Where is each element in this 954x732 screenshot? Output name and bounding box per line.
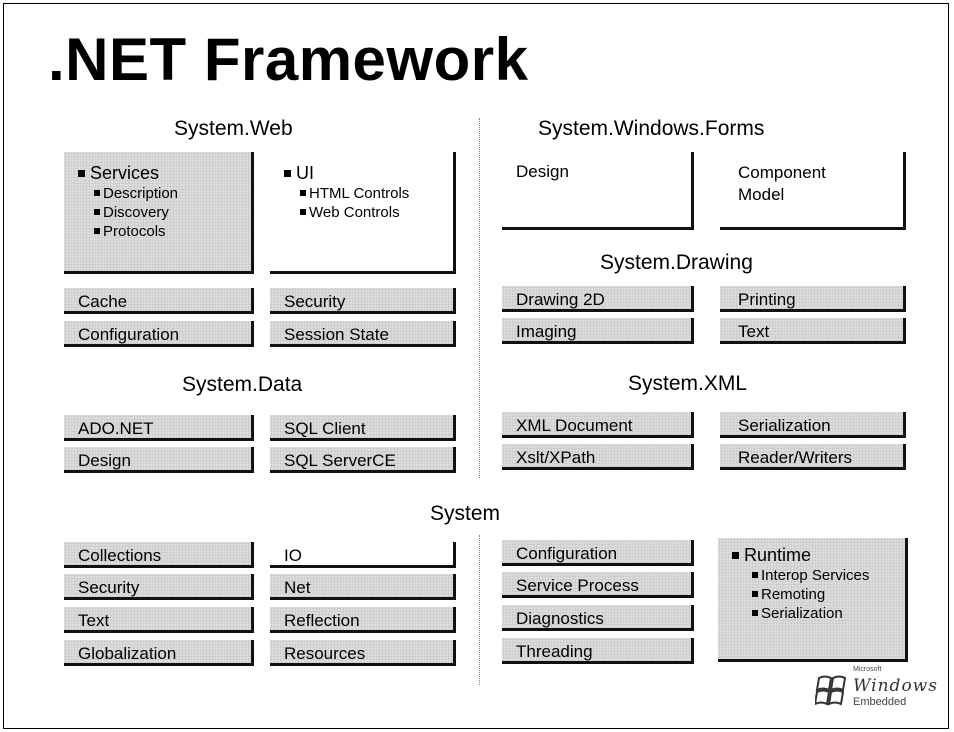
protocols-label: Protocols [103, 223, 166, 240]
microsoft-label: Microsoft [853, 666, 882, 673]
cache-box: Cache [64, 288, 254, 314]
diagnostics-box: Diagnostics [502, 605, 694, 631]
description-label: Description [103, 185, 179, 202]
net-box: Net [270, 574, 456, 600]
section-system-data: System.Data [182, 373, 303, 396]
collections-box: Collections [64, 542, 254, 568]
ui-box: UI HTML Controls Web Controls [270, 152, 456, 274]
runtime-label: Runtime [744, 545, 812, 565]
resources-box: Resources [270, 640, 456, 666]
web-security-box: Security [270, 288, 456, 314]
io-box: IO [270, 542, 456, 568]
section-system-web: System.Web [174, 117, 293, 140]
serialization-box: Serialization [720, 412, 906, 438]
runtime-serialization-label: Serialization [761, 605, 843, 622]
section-system-windows-forms: System.Windows.Forms [538, 117, 765, 140]
forms-design-box: Design [502, 152, 694, 230]
xslt-xpath-box: Xslt/XPath [502, 444, 694, 470]
section-system-drawing: System.Drawing [600, 251, 753, 274]
threading-box: Threading [502, 638, 694, 664]
runtime-box: Runtime Interop Services Remoting Serial… [718, 538, 908, 662]
printing-box: Printing [720, 286, 906, 312]
column-divider-top [479, 118, 480, 478]
section-system-xml: System.XML [628, 372, 748, 395]
reader-writers-box: Reader/Writers [720, 444, 906, 470]
discovery-label: Discovery [103, 204, 169, 221]
imaging-box: Imaging [502, 318, 694, 344]
interop-services-label: Interop Services [761, 567, 870, 584]
windows-embedded-logo: Microsoft Windows Embedded [815, 666, 945, 710]
services-box: Services Description Discovery Protocols [64, 152, 254, 274]
windows-flag-icon [815, 675, 847, 706]
drawing-2d-box: Drawing 2D [502, 286, 694, 312]
services-label: Services [90, 163, 160, 183]
session-state-box: Session State [270, 321, 456, 347]
component-model-box: Component Model [720, 152, 906, 230]
system-security-box: Security [64, 574, 254, 600]
web-configuration-box: Configuration [64, 321, 254, 347]
section-system: System [430, 502, 501, 525]
embedded-label: Embedded [853, 696, 907, 708]
system-configuration-box: Configuration [502, 540, 694, 566]
adonet-box: ADO.NET [64, 415, 254, 441]
remoting-label: Remoting [761, 586, 826, 603]
page-title: .NET Framework [48, 26, 529, 93]
sql-client-box: SQL Client [270, 415, 456, 441]
system-text-box: Text [64, 607, 254, 633]
reflection-box: Reflection [270, 607, 456, 633]
sql-servercce-box: SQL ServerCE [270, 447, 456, 473]
web-controls-label: Web Controls [309, 204, 400, 221]
drawing-text-box: Text [720, 318, 906, 344]
html-controls-label: HTML Controls [309, 185, 410, 202]
service-process-box: Service Process [502, 572, 694, 598]
globalization-box: Globalization [64, 640, 254, 666]
xml-document-box: XML Document [502, 412, 694, 438]
ui-label: UI [296, 163, 314, 183]
data-design-box: Design [64, 447, 254, 473]
column-divider-bottom [479, 535, 480, 685]
windows-wordmark: Windows [853, 676, 938, 696]
